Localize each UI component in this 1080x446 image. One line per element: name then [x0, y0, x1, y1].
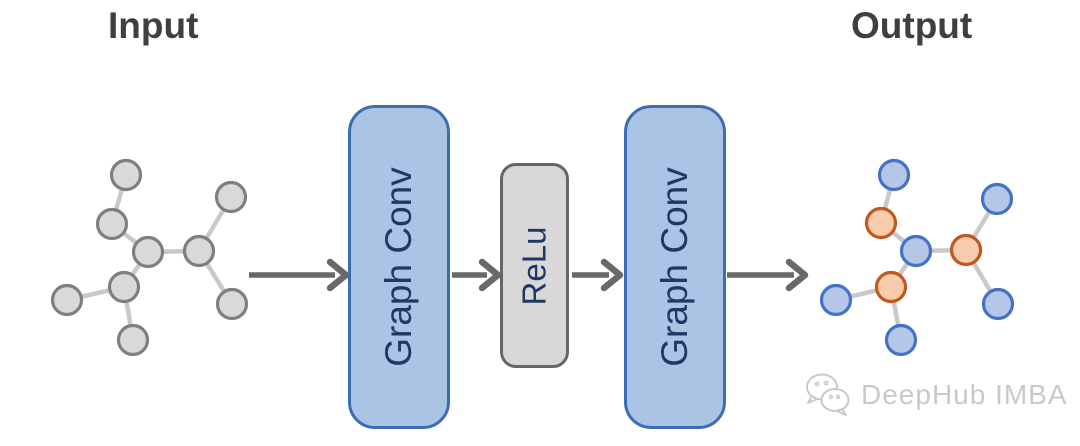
output-graph-node-blue	[877, 158, 911, 192]
output-graph-node-blue	[899, 234, 933, 268]
output-graph-node-orange	[949, 233, 983, 267]
output-graph-node-orange	[864, 206, 898, 240]
watermark: DeepHub IMBA	[801, 370, 1068, 420]
input-graph-node-gray	[214, 180, 248, 214]
input-graph-node-gray	[107, 270, 141, 304]
output-graph-node-blue	[819, 283, 853, 317]
relu-block: ReLu	[500, 163, 569, 368]
flow-arrow-head	[600, 258, 624, 292]
input-graph-node-gray	[215, 287, 249, 321]
input-title: Input	[108, 5, 199, 46]
input-graph-node-gray	[182, 234, 216, 268]
wechat-bubbles-icon	[806, 373, 850, 416]
input-graph-node-gray	[109, 158, 143, 192]
relu-label: ReLu	[515, 226, 553, 305]
output-graph-node-blue	[980, 182, 1014, 216]
flow-arrow-head	[326, 258, 350, 292]
output-graph-node-orange	[874, 270, 908, 304]
output-title: Output	[851, 5, 973, 46]
graph-conv-block-2: Graph Conv	[624, 105, 726, 429]
graph-conv-2-label: Graph Conv	[654, 167, 695, 367]
flow-arrow-head	[785, 258, 809, 292]
output-graph-node-blue	[981, 287, 1015, 321]
input-graph-node-gray	[95, 207, 129, 241]
input-graph-node-gray	[116, 323, 150, 357]
input-graph-node-gray	[131, 235, 165, 269]
watermark-text: DeepHub IMBA	[861, 379, 1068, 410]
graph-conv-block-1: Graph Conv	[348, 105, 450, 429]
output-graph-node-blue	[884, 323, 918, 357]
flow-arrow-head	[478, 258, 502, 292]
graph-conv-1-label: Graph Conv	[378, 167, 419, 367]
input-graph-node-gray	[50, 283, 84, 317]
